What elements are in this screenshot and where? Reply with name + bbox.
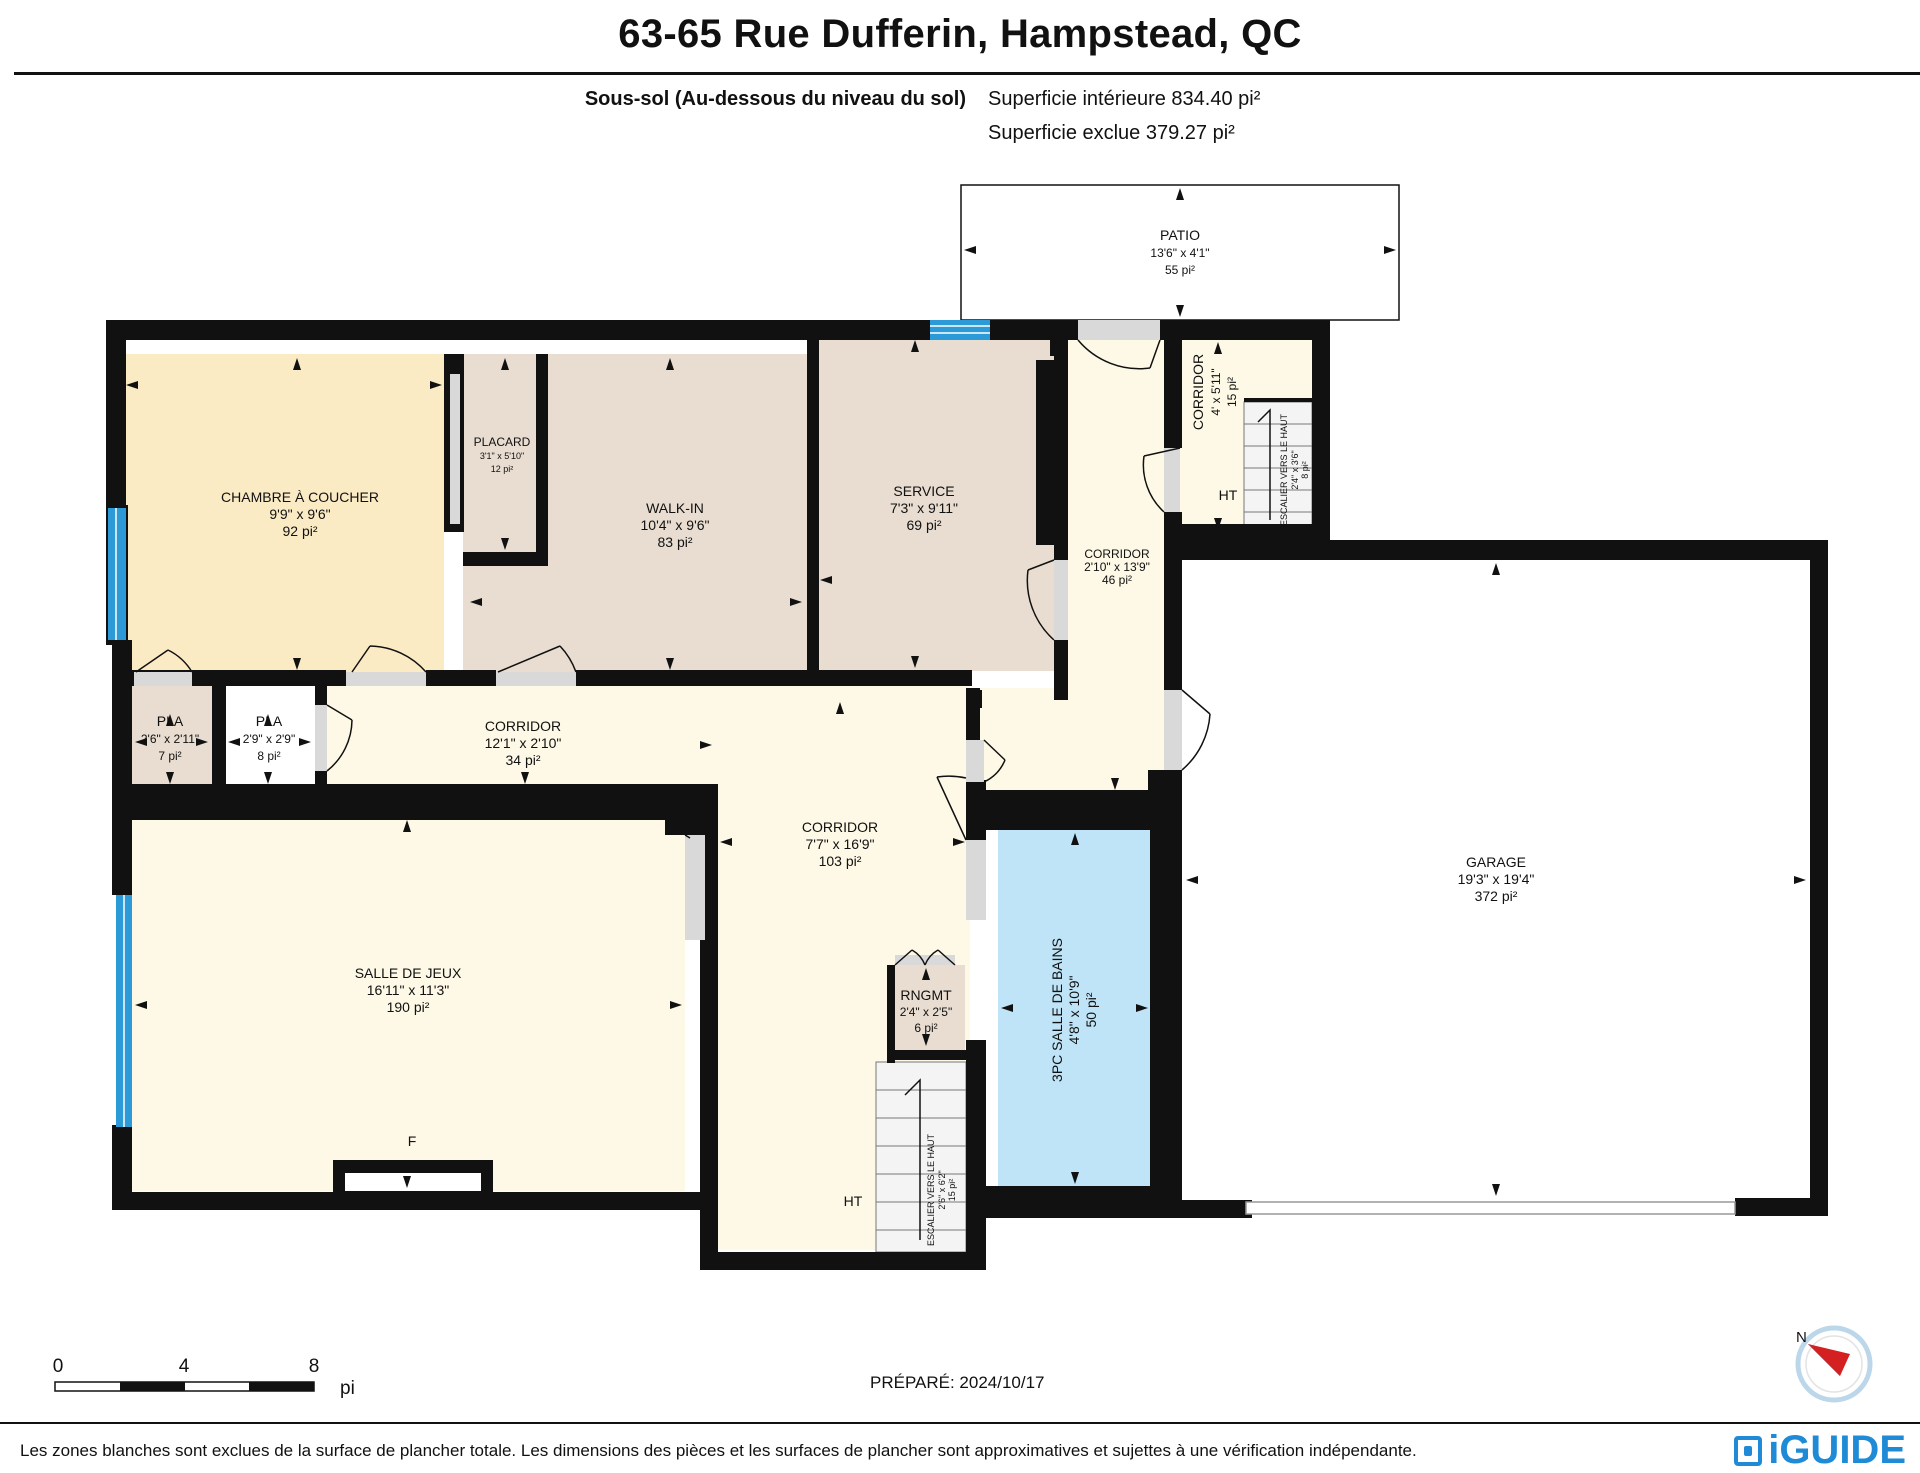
rngmt-area: 6 pi² [914,1021,937,1035]
excluded-area: Superficie exclue 379.27 pi² [988,122,1235,144]
level-name: Sous-sol (Au-dessous du niveau du sol) [584,88,966,110]
chambre-name: CHAMBRE À COUCHER [221,489,379,505]
page-title: 63-65 Rue Dufferin, Hampstead, QC [618,12,1302,56]
corridor-mid-name: CORRIDOR [485,718,561,734]
pla1-floor [130,684,212,784]
window-top [930,320,990,340]
door-openings [134,320,1182,965]
service-area: 69 pi² [906,517,941,533]
corridor-ne-dims: 4' x 5'11" [1209,368,1223,415]
interior-area: Superficie intérieure 834.40 pi² [988,88,1261,110]
corridor-east-name: CORRIDOR [1084,547,1150,561]
room-labels: PATIO 13'6" x 4'1" 55 pi² CHAMBRE À COUC… [141,227,1535,1246]
brand-icon [1734,1435,1763,1466]
walkin-dims: 10'4" x 9'6" [641,517,710,533]
chambre-dims: 9'9" x 9'6" [269,506,330,522]
placard-dims: 3'1" x 5'10" [480,451,524,461]
scale-tick-4: 4 [179,1356,190,1377]
corridor-mid-dims: 12'1" x 2'10" [485,735,562,751]
garage-area: 372 pi² [1475,888,1518,904]
corridor-main-dims: 7'7" x 16'9" [806,836,875,852]
stairs-up-label: ESCALIER VERS LE HAUT [1279,413,1289,526]
ht-marker-main: HT [844,1193,863,1209]
placard-area: 12 pi² [491,464,514,474]
scale-unit: pi [340,1378,355,1399]
garage-dims: 19'3" x 19'4" [1458,871,1535,887]
corridor-main-name: CORRIDOR [802,819,878,835]
disclaimer-text: Les zones blanches sont exclues de la su… [20,1441,1417,1460]
corridor-main-area: 103 pi² [819,853,862,869]
scale-tick-8: 8 [309,1356,320,1377]
title-divider [14,72,1920,75]
compass-icon: N [1795,1325,1873,1403]
pla2-name: PLA [256,713,283,729]
salle-bains-dims: 4'8" x 10'9" [1066,975,1082,1044]
stairs-up [1243,401,1313,535]
corridor-east-dims: 2'10" x 13'9" [1084,560,1150,574]
fireplace-marker: F [408,1133,417,1149]
salle-jeux-area: 190 pi² [387,999,430,1015]
ht-marker-ne: HT [1219,487,1238,503]
patio-dims: 13'6" x 4'1" [1150,246,1209,260]
garage-name: GARAGE [1466,854,1526,870]
salle-bains-floor [998,830,1150,1186]
corridor-ne-name: CORRIDOR [1190,354,1206,430]
corridor-ne-area: 15 pi² [1225,377,1239,407]
walkin-floor [463,354,807,674]
door-swings [135,339,1211,966]
pla2-floor [225,684,315,784]
rngmt-dims: 2'4" x 2'5" [900,1005,952,1019]
salle-jeux-name: SALLE DE JEUX [355,965,462,981]
stairs-down-area: 15 pi² [947,1179,957,1202]
pla1-name: PLA [157,713,184,729]
placard-name: PLACARD [474,435,531,449]
stairs-up-area: 8 pi² [1300,461,1310,479]
garage-floor [1182,560,1810,1200]
stairs-down [875,1061,967,1253]
chambre-area: 92 pi² [282,523,317,539]
brand-logo: iGUIDE [1734,1428,1906,1473]
brand-name: iGUIDE [1768,1428,1906,1472]
scale-tick-0: 0 [53,1356,64,1377]
salle-bains-area: 50 pi² [1083,992,1099,1027]
compass-north-label: N [1796,1329,1807,1346]
walkin-name: WALK-IN [646,500,704,516]
pla1-dims: 2'6" x 2'11" [141,732,199,746]
chambre-floor [122,354,444,674]
footer-divider [0,1422,1920,1424]
window-bedroom [108,508,126,640]
garage-door [1245,1201,1736,1215]
stairs-down-size: 2'6" x 6'2" [937,1170,947,1209]
scale-bar: 0 4 8 pi [53,1356,355,1399]
salle-bains-name: 3PC SALLE DE BAINS [1049,938,1065,1082]
patio-area: 55 pi² [1165,263,1195,277]
pla2-dims: 2'9" x 2'9" [243,732,295,746]
service-name: SERVICE [893,483,954,499]
windows [108,320,1736,1215]
salle-jeux-floor [130,815,685,1191]
rngmt-name: RNGMT [900,987,952,1003]
dimension-arrows [126,188,1806,1196]
stairs-up-size: 2'4" x 3'6" [1290,450,1300,489]
service-floor [816,337,1054,671]
room-floors [122,184,1810,1250]
corridor-east-area: 46 pi² [1102,573,1132,587]
service-dims: 7'3" x 9'11" [890,500,958,516]
salle-jeux-dims: 16'11" x 11'3" [367,982,450,998]
walkin-area: 83 pi² [657,534,692,550]
pla2-area: 8 pi² [257,749,280,763]
pla1-area: 7 pi² [158,749,181,763]
patio-name: PATIO [1160,227,1200,243]
prepared-date: PRÉPARÉ: 2024/10/17 [870,1373,1045,1392]
corridor-mid-area: 34 pi² [505,752,540,768]
stairs-down-label: ESCALIER VERS LE HAUT [926,1133,936,1246]
corridor-east-lower-floor [974,688,1164,793]
